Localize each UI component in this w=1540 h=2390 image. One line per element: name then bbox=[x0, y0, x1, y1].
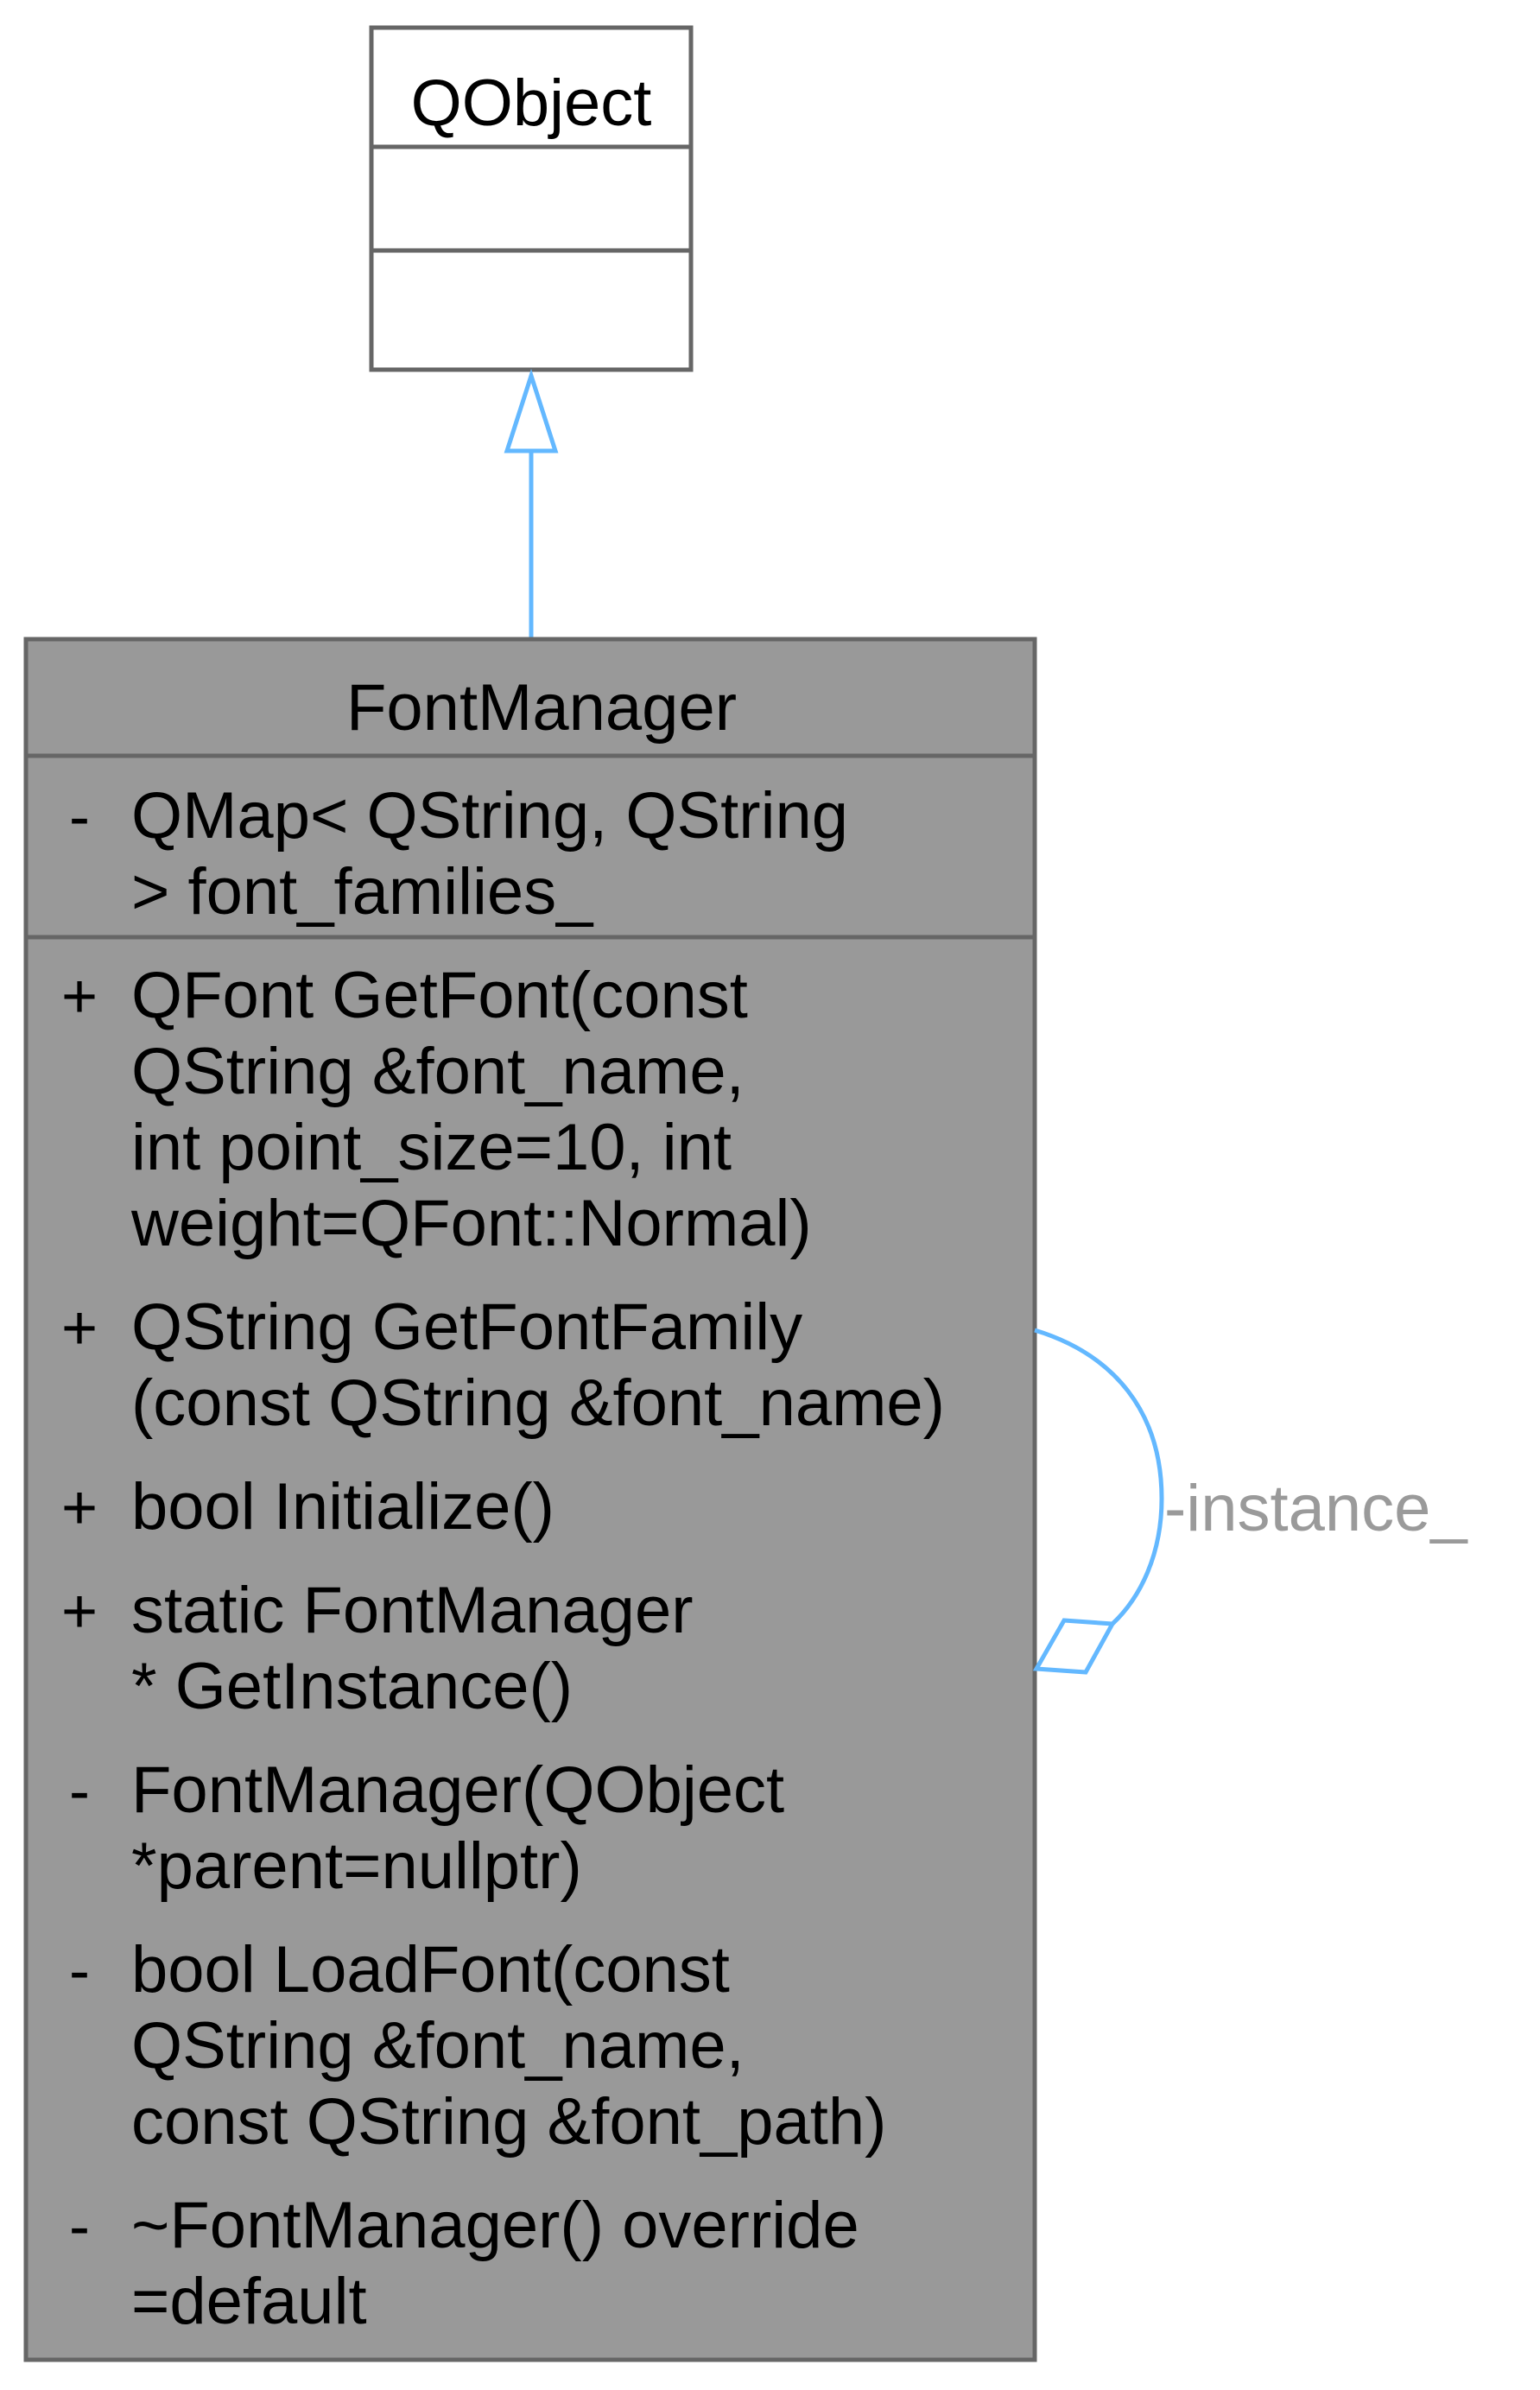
attribute-item: - QMap< QString, QString > font_families… bbox=[69, 779, 848, 929]
method-text-line: bool LoadFont(const bbox=[131, 1933, 730, 2006]
method-visibility: + bbox=[61, 962, 98, 1031]
method-visibility: - bbox=[69, 1937, 90, 2006]
method-item: + QString GetFontFamily (const QString &… bbox=[61, 1290, 945, 1440]
self-association-curve bbox=[1034, 1328, 1164, 1626]
method-item: + static FontManager * GetInstance() bbox=[61, 1574, 694, 1723]
method-text-line: const QString &font_path) bbox=[131, 2085, 886, 2159]
method-text-line: QString &font_name, bbox=[131, 2009, 745, 2083]
method-text-line: weight=QFont::Normal) bbox=[130, 1187, 812, 1260]
base-class-name: QObject bbox=[411, 67, 652, 140]
inheritance-arrowhead bbox=[504, 368, 559, 453]
method-text-line: static FontManager bbox=[131, 1574, 694, 1647]
method-visibility: + bbox=[61, 1474, 98, 1543]
method-item: - FontManager(QObject *parent=nullptr) bbox=[69, 1753, 784, 1903]
method-text-line: QFont GetFont(const bbox=[131, 959, 748, 1032]
self-association-edge: -instance_ bbox=[1032, 1328, 1468, 1675]
method-item: - ~FontManager() override =default bbox=[69, 2189, 859, 2338]
method-text-line: =default bbox=[131, 2265, 367, 2338]
method-visibility: + bbox=[61, 1294, 98, 1363]
aggregation-diamond bbox=[1032, 1618, 1117, 1675]
main-class-box bbox=[23, 637, 1037, 2362]
method-text-line: bool Initialize() bbox=[131, 1470, 555, 1544]
method-text-line: (const QString &font_name) bbox=[131, 1366, 945, 1440]
method-visibility: + bbox=[61, 1577, 98, 1646]
base-class-qobject[interactable]: QObject bbox=[369, 25, 694, 372]
method-item: + bool Initialize() bbox=[61, 1470, 555, 1544]
method-visibility: - bbox=[69, 2192, 90, 2261]
main-class-name: FontManager bbox=[346, 671, 737, 745]
method-text-line: * GetInstance() bbox=[131, 1650, 573, 1723]
attribute-text-line: > font_families_ bbox=[131, 855, 594, 929]
attribute-text-line: QMap< QString, QString bbox=[131, 779, 848, 853]
method-visibility: - bbox=[69, 1757, 90, 1826]
self-association-label: -instance_ bbox=[1164, 1472, 1468, 1545]
attribute-visibility: - bbox=[69, 783, 90, 852]
method-text-line: ~FontManager() override bbox=[131, 2189, 859, 2262]
method-text-line: int point_size=10, int bbox=[131, 1111, 732, 1184]
method-item: + QFont GetFont(const QString &font_name… bbox=[61, 959, 812, 1260]
method-text-line: FontManager(QObject bbox=[131, 1753, 784, 1827]
method-item: - bool LoadFont(const QString &font_name… bbox=[69, 1933, 886, 2159]
method-text-line: *parent=nullptr) bbox=[131, 1829, 582, 1903]
method-text-line: QString &font_name, bbox=[131, 1035, 745, 1108]
main-class-fontmanager[interactable]: FontManager - QMap< QString, QString > f… bbox=[23, 637, 1037, 2362]
method-text-line: QString GetFontFamily bbox=[131, 1290, 802, 1364]
base-class-box bbox=[369, 25, 694, 372]
inheritance-edge bbox=[504, 368, 559, 637]
